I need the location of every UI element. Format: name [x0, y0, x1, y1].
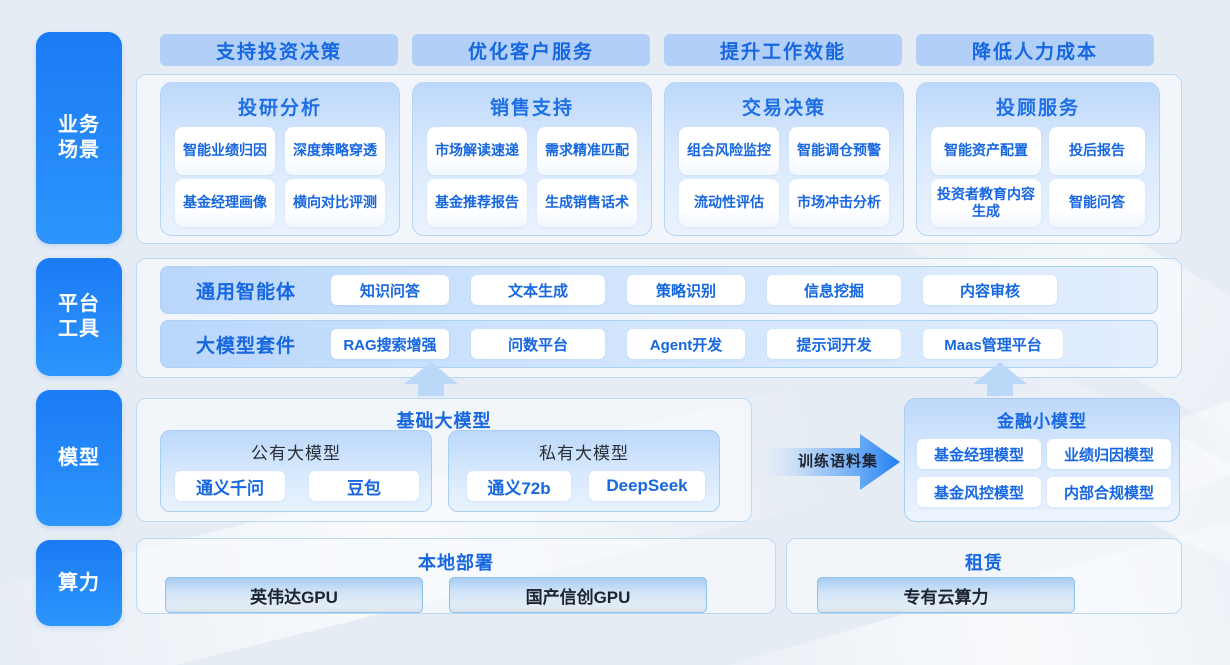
public-model-item[interactable]: 豆包 — [309, 471, 419, 501]
scene-card-3[interactable]: 投顾服务 智能资产配置 投后报告 投资者教育内容生成 智能问答 — [916, 82, 1160, 236]
layer-label-platform-line1: 平台 — [58, 293, 100, 315]
private-model-item[interactable]: 通义72b — [467, 471, 571, 501]
platform-chip[interactable]: RAG搜索增强 — [331, 329, 449, 359]
platform-chip[interactable]: 策略识别 — [627, 275, 745, 305]
private-model-item[interactable]: DeepSeek — [589, 471, 705, 501]
scene-title-3: 投顾服务 — [995, 98, 1080, 119]
public-model-title: 公有大模型 — [251, 444, 341, 463]
platform-chip[interactable]: Agent开发 — [627, 329, 745, 359]
scene-tile[interactable]: 需求精准匹配 — [537, 127, 637, 175]
layer-label-platform-line2: 工具 — [58, 318, 100, 340]
scene-tile[interactable]: 投后报告 — [1049, 127, 1145, 175]
layer-label-model-line1: 模型 — [58, 446, 100, 469]
foundation-model-title: 基础大模型 — [396, 411, 492, 431]
scene-card-2[interactable]: 交易决策 组合风险监控 智能调仓预警 流动性评估 市场冲击分析 — [664, 82, 904, 236]
scene-tile[interactable]: 智能资产配置 — [931, 127, 1041, 175]
scene-tile[interactable]: 市场解读速递 — [427, 127, 527, 175]
layer-label-model: 模型 — [36, 390, 122, 526]
compute-item[interactable]: 英伟达GPU — [165, 577, 423, 613]
compute-local-panel: 本地部署 英伟达GPU 国产信创GPU — [136, 538, 776, 614]
platform-chip[interactable]: 知识问答 — [331, 275, 449, 305]
layer-label-compute-line1: 算力 — [58, 571, 100, 594]
financial-small-model-card[interactable]: 金融小模型 基金经理模型 业绩归因模型 基金风控模型 内部合规模型 — [904, 398, 1180, 522]
platform-row-agents: 通用智能体 知识问答 文本生成 策略识别 信息挖掘 内容审核 — [160, 266, 1158, 314]
arrow-up-small-model-to-platform — [973, 362, 1027, 396]
platform-row-label-llm-suite: 大模型套件 — [195, 335, 296, 357]
platform-chip[interactable]: 信息挖掘 — [767, 275, 901, 305]
goal-pill-0: 支持投资决策 — [160, 34, 398, 66]
platform-chip[interactable]: 内容审核 — [923, 275, 1057, 305]
scene-tile[interactable]: 智能调仓预警 — [789, 127, 889, 175]
private-model-card[interactable]: 私有大模型 通义72b DeepSeek — [448, 430, 720, 512]
platform-chip[interactable]: Maas管理平台 — [923, 329, 1063, 359]
platform-row-llm-suite: 大模型套件 RAG搜索增强 问数平台 Agent开发 提示词开发 Maas管理平… — [160, 320, 1158, 368]
private-model-title: 私有大模型 — [539, 444, 629, 463]
goal-pill-1: 优化客户服务 — [412, 34, 650, 66]
scene-card-1[interactable]: 销售支持 市场解读速递 需求精准匹配 基金推荐报告 生成销售话术 — [412, 82, 652, 236]
scene-tile[interactable]: 生成销售话术 — [537, 179, 637, 227]
compute-local-title: 本地部署 — [418, 553, 494, 573]
public-model-item[interactable]: 通义千问 — [175, 471, 285, 501]
public-model-card[interactable]: 公有大模型 通义千问 豆包 — [160, 430, 432, 512]
scene-title-1: 销售支持 — [489, 98, 574, 119]
scene-tile[interactable]: 深度策略穿透 — [285, 127, 385, 175]
small-model-item[interactable]: 基金经理模型 — [917, 439, 1041, 469]
platform-chip[interactable]: 提示词开发 — [767, 329, 901, 359]
small-model-item[interactable]: 业绩归因模型 — [1047, 439, 1171, 469]
compute-item[interactable]: 专有云算力 — [817, 577, 1075, 613]
training-corpus-label: 训练语料集 — [797, 453, 878, 470]
scene-card-0[interactable]: 投研分析 智能业绩归因 深度策略穿透 基金经理画像 横向对比评测 — [160, 82, 400, 236]
scene-tile[interactable]: 流动性评估 — [679, 179, 779, 227]
scene-tile[interactable]: 智能业绩归因 — [175, 127, 275, 175]
scene-title-0: 投研分析 — [237, 98, 322, 119]
financial-small-model-title: 金融小模型 — [997, 412, 1087, 431]
scene-tile[interactable]: 基金推荐报告 — [427, 179, 527, 227]
layer-label-platform: 平台 工具 — [36, 258, 122, 376]
scene-title-2: 交易决策 — [741, 98, 826, 119]
platform-row-label-agents: 通用智能体 — [195, 281, 296, 303]
scene-tile[interactable]: 智能问答 — [1049, 179, 1145, 227]
scene-tile[interactable]: 横向对比评测 — [285, 179, 385, 227]
goal-pill-2: 提升工作效能 — [664, 34, 902, 66]
layer-label-business-line2: 场景 — [58, 139, 100, 161]
compute-rental-panel: 租赁 专有云算力 — [786, 538, 1182, 614]
layer-label-business: 业务 场景 — [36, 32, 122, 244]
arrow-right-icon — [760, 434, 900, 490]
platform-chip[interactable]: 文本生成 — [471, 275, 605, 305]
layer-label-business-line1: 业务 — [58, 114, 100, 136]
small-model-item[interactable]: 内部合规模型 — [1047, 477, 1171, 507]
platform-chip[interactable]: 问数平台 — [471, 329, 605, 359]
arrow-up-foundation-to-platform — [404, 362, 458, 396]
scene-tile[interactable]: 投资者教育内容生成 — [931, 179, 1041, 227]
goal-pill-3: 降低人力成本 — [916, 34, 1154, 66]
scene-tile[interactable]: 组合风险监控 — [679, 127, 779, 175]
scene-tile[interactable]: 市场冲击分析 — [789, 179, 889, 227]
scene-tile[interactable]: 基金经理画像 — [175, 179, 275, 227]
training-corpus-arrow: 训练语料集 — [760, 434, 900, 490]
compute-rental-title: 租赁 — [965, 553, 1003, 573]
compute-item[interactable]: 国产信创GPU — [449, 577, 707, 613]
small-model-item[interactable]: 基金风控模型 — [917, 477, 1041, 507]
layer-label-compute: 算力 — [36, 540, 122, 626]
